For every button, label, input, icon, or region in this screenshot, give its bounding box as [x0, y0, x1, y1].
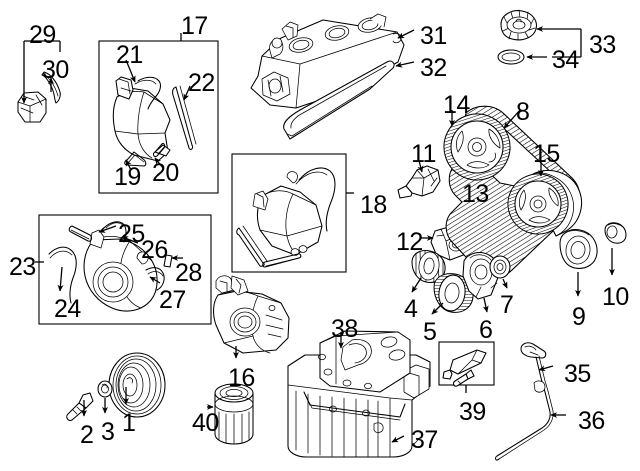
- leader-24: [57, 266, 64, 292]
- callout-26: 26: [141, 236, 168, 264]
- callout-1: 1: [122, 409, 136, 437]
- callout-33: 33: [589, 31, 616, 59]
- pulley-bushing: [604, 222, 627, 244]
- leader-35: [538, 365, 554, 372]
- callout-34: 34: [552, 46, 579, 74]
- callout-11: 11: [411, 140, 436, 168]
- callout-15: 15: [533, 140, 560, 168]
- oil-pump-housing: [213, 275, 290, 354]
- callout-35: 35: [564, 360, 591, 388]
- callout-12: 12: [396, 228, 423, 256]
- oil-filter: [214, 383, 254, 445]
- callout-21: 21: [116, 41, 143, 69]
- callout-20: 20: [152, 159, 179, 187]
- camshaft-position-sensor: [397, 165, 441, 199]
- water-pump-assembly: [48, 221, 173, 312]
- leader-8: [503, 109, 521, 129]
- balance-shaft-sprocket: [507, 170, 582, 237]
- group-box-18: [231, 153, 347, 273]
- callout-19: 19: [114, 163, 141, 191]
- upper-timing-cover-assembly: [112, 76, 197, 167]
- callout-13: 13: [462, 180, 489, 208]
- callout-38: 38: [331, 315, 358, 343]
- callout-40: 40: [192, 409, 219, 437]
- leader-5: [431, 302, 444, 315]
- leader-6: [482, 297, 489, 313]
- camshaft-sprocket: [443, 113, 511, 181]
- callout-30: 30: [42, 56, 69, 84]
- callout-7: 7: [500, 291, 514, 319]
- callout-4: 4: [404, 295, 418, 323]
- callout-32: 32: [420, 54, 447, 82]
- callout-24: 24: [54, 295, 81, 323]
- callout-37: 37: [411, 426, 438, 454]
- callout-29: 29: [29, 21, 56, 49]
- oil-filler-cap-assembly: [497, 9, 537, 65]
- callout-23: 23: [9, 253, 36, 281]
- leader-19: [125, 159, 132, 171]
- sealant-tube-assembly: [442, 349, 487, 387]
- crankshaft-pulley-assembly: [66, 352, 166, 421]
- callout-2: 2: [80, 421, 94, 449]
- callout-27: 27: [159, 286, 186, 314]
- callout-14: 14: [443, 91, 470, 119]
- callout-8: 8: [516, 98, 530, 126]
- idler-pulley: [411, 250, 446, 284]
- group-box-17: [98, 40, 219, 194]
- callout-28: 28: [175, 259, 202, 287]
- callout-16: 16: [228, 364, 255, 392]
- leader-27: [149, 276, 161, 284]
- callout-6: 6: [479, 316, 493, 344]
- leader-20: [154, 157, 164, 169]
- group-box-23: [38, 214, 212, 325]
- leader-4: [411, 277, 422, 293]
- callout-10: 10: [602, 283, 629, 311]
- tensioner-spacer: [489, 255, 511, 279]
- callout-31: 31: [420, 22, 447, 50]
- callout-3: 3: [101, 418, 115, 446]
- valve-cover-assembly: [250, 13, 405, 140]
- callout-5: 5: [423, 318, 437, 346]
- leader-25: [98, 225, 117, 233]
- callout-25: 25: [118, 220, 145, 248]
- callout-18: 18: [360, 191, 387, 219]
- callout-17: 17: [181, 12, 208, 40]
- callout-36: 36: [578, 407, 605, 435]
- leader-22: [183, 85, 191, 101]
- lower-timing-cover-assembly: [236, 167, 336, 268]
- leader-31: [397, 29, 415, 39]
- leader-26: [121, 236, 139, 244]
- callout-22: 22: [188, 69, 215, 97]
- leader-7: [501, 278, 508, 289]
- crankshaft-timing-sprocket: [433, 273, 474, 313]
- leader-21: [125, 59, 136, 83]
- tensioner-pulley: [559, 229, 598, 269]
- leader-11: [417, 156, 424, 173]
- callout-39: 39: [459, 398, 486, 426]
- dipstick-assembly: [495, 342, 554, 461]
- leader-32: [395, 61, 415, 68]
- leader-37: [391, 435, 405, 443]
- callout-9: 9: [572, 303, 586, 331]
- oil-pan-assembly: [287, 330, 431, 458]
